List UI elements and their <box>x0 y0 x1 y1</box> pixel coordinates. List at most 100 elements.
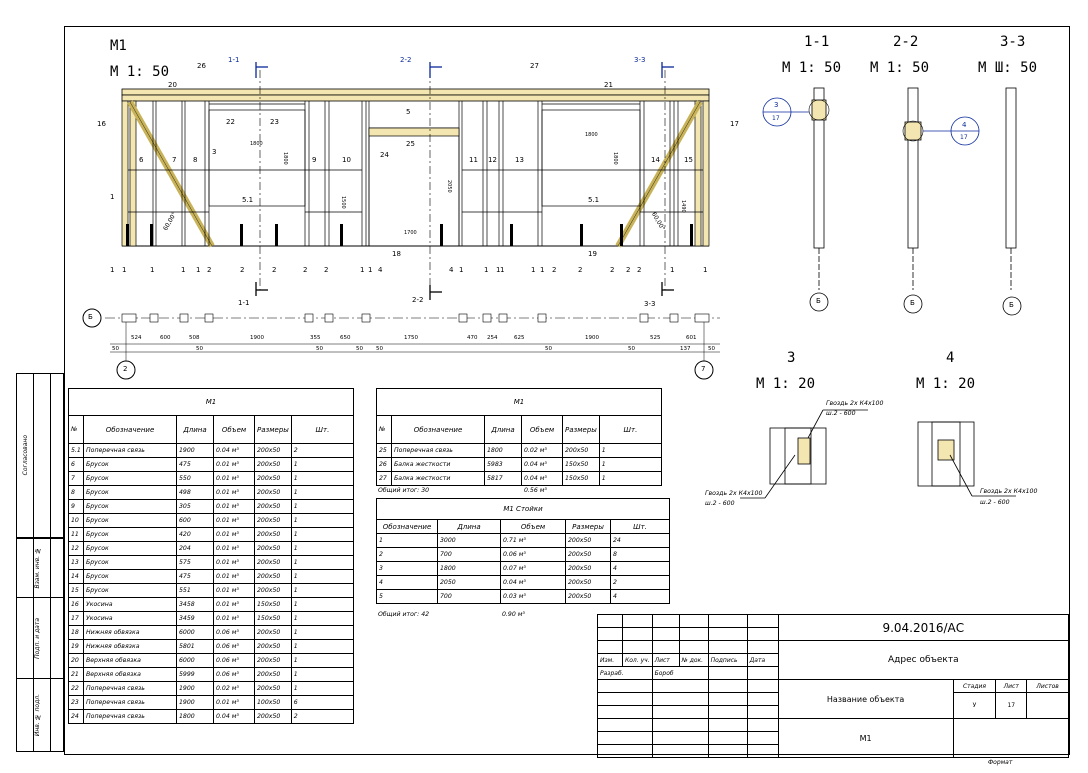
member-label: 12 <box>488 156 497 164</box>
detail-4-note-bottom: Гвоздь 2х К4х100 <box>980 488 1038 495</box>
table-cell: 1 <box>290 541 355 556</box>
stud-number: 1 <box>484 266 489 274</box>
table-cell: 200х50 <box>254 499 292 514</box>
col-header: Размеры <box>562 415 600 444</box>
stamp-head: Кол. уч. <box>622 653 653 667</box>
table-cell: 6000 <box>176 653 214 668</box>
callout-3-num: 3 <box>774 101 779 109</box>
table-cell: 200х50 <box>254 471 292 486</box>
member-label: 20 <box>168 81 177 89</box>
table-cell: 1 <box>290 667 355 682</box>
member-label: 22 <box>226 118 235 126</box>
format-label: Формат <box>988 759 1013 766</box>
wall-frame-elevation <box>82 62 720 380</box>
table-cell: 1 <box>290 457 355 472</box>
table-cell: Поперечная связь <box>83 709 177 724</box>
dim-stud-2: 1490 <box>680 200 686 213</box>
stamp-head: № док. <box>678 653 709 667</box>
table-cell: 18 <box>68 625 84 640</box>
detail-3-note-bottom2: ш.2 - 600 <box>705 500 735 507</box>
section-1-scale: М 1: 50 <box>782 60 842 76</box>
col-header: Шт. <box>290 415 355 444</box>
stud-number: 2 <box>207 266 212 274</box>
col-header: Объем <box>213 415 255 444</box>
table-cell: Поперечная связь <box>83 695 177 710</box>
dim-value: 254 <box>487 335 498 341</box>
member-label: 24 <box>380 151 389 159</box>
table-cell: 22 <box>68 681 84 696</box>
table-cell: Нижняя обвязка <box>83 625 177 640</box>
table-cell: 1 <box>290 499 355 514</box>
table-cell: 23 <box>68 695 84 710</box>
col-header: № <box>376 415 392 444</box>
detail-4-scale: М 1: 20 <box>916 376 976 392</box>
table-cell: 200х50 <box>254 681 292 696</box>
table-cell: 1 <box>290 597 355 612</box>
table2-total-label: Общий итог: 30 <box>378 487 430 494</box>
table-cell: 0.03 м³ <box>500 589 566 604</box>
dim-value: 600 <box>160 335 171 341</box>
table-cell: 475 <box>176 569 214 584</box>
table-cell: Укосина <box>83 597 177 612</box>
table-cell: 1 <box>290 611 355 626</box>
table-cell: Поперечная связь <box>83 681 177 696</box>
table-cell: Брусок <box>83 485 177 500</box>
table-cell: Брусок <box>83 499 177 514</box>
section-2-axis: Б <box>910 299 915 307</box>
table-cell: Балка жесткости <box>391 471 485 486</box>
dim-value: 50 <box>112 346 119 352</box>
stud-number: 4 <box>378 266 383 274</box>
table-cell: Поперечная связь <box>391 443 485 458</box>
table-cell: 8 <box>610 547 670 562</box>
stamp-head: Изм. <box>597 653 623 667</box>
table-cell: 7 <box>68 471 84 486</box>
col-header: Размеры <box>254 415 292 444</box>
dim-value: 50 <box>376 346 383 352</box>
detail-3-note-bottom: Гвоздь 2х К4х100 <box>705 490 763 497</box>
table-cell: 4 <box>610 589 670 604</box>
table-cell: 1 <box>290 639 355 654</box>
table-cell: 0.06 м³ <box>500 547 566 562</box>
stud-number: 1 <box>122 266 127 274</box>
member-label: 26 <box>197 62 206 70</box>
stud-number: 2 <box>552 266 557 274</box>
stud-number: 1 <box>196 266 201 274</box>
table-cell: 1900 <box>176 681 214 696</box>
table-cell: 498 <box>176 485 214 500</box>
table-cell: 2050 <box>437 575 501 590</box>
table-cell: 1 <box>598 471 663 486</box>
table-cell: 1 <box>290 569 355 584</box>
table-cell: Верхняя обвязка <box>83 653 177 668</box>
table-cell: 1 <box>290 471 355 486</box>
main-view-title: М1 <box>110 38 127 54</box>
table-title: М1 <box>68 388 354 416</box>
section-3-scale: М Ш: 50 <box>978 60 1038 76</box>
table-cell: Брусок <box>83 527 177 542</box>
table-cell: 200х50 <box>254 709 292 724</box>
member-label: 16 <box>97 120 106 128</box>
table-title: М1 <box>376 388 662 416</box>
table-cell: 5999 <box>176 667 214 682</box>
table-cell: 4 <box>376 575 438 590</box>
spec-table-3: М1 Стойки Обозначение Длина Объем Размер… <box>376 498 670 604</box>
table-cell: 204 <box>176 541 214 556</box>
grid-axis-row: Б <box>88 313 93 321</box>
col-header: Обозначение <box>83 415 177 444</box>
member-label: 18 <box>392 250 401 258</box>
section-1-title: 1-1 <box>804 34 830 50</box>
table-cell: Брусок <box>83 457 177 472</box>
member-label: 13 <box>515 156 524 164</box>
dim-value: 1750 <box>404 335 418 341</box>
table-cell: 20 <box>68 653 84 668</box>
table-cell: 5801 <box>176 639 214 654</box>
table-cell: 1800 <box>484 443 522 458</box>
member-label: 8 <box>193 156 198 164</box>
stud-number: 1 <box>670 266 675 274</box>
